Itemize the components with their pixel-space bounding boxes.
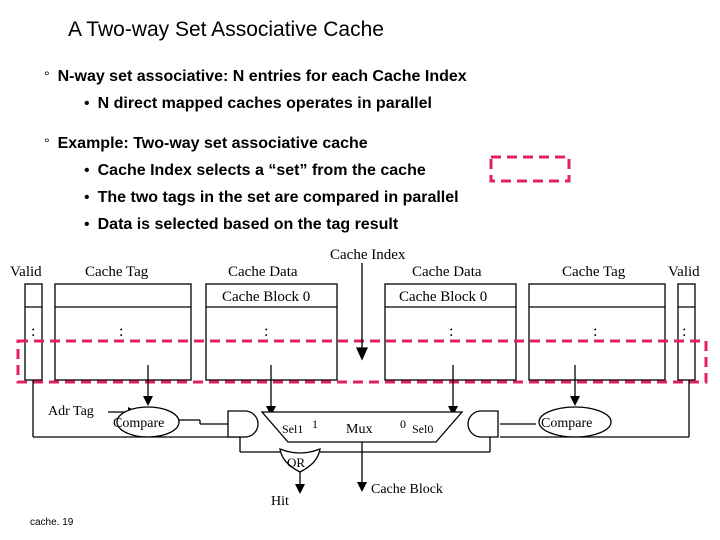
cache-index-label: Cache Index bbox=[330, 247, 406, 263]
sel0-label: Sel0 bbox=[412, 422, 433, 436]
data-left-arrowhead bbox=[266, 406, 276, 416]
cache-index-arrowhead bbox=[355, 347, 369, 361]
bullet-2: ° Example: Two-way set associative cache bbox=[44, 135, 368, 153]
cache-data-right-label: Cache Data bbox=[412, 264, 482, 280]
sel1-label: Sel1 bbox=[282, 422, 303, 436]
bullet-text: Example: Two-way set associative cache bbox=[57, 135, 368, 152]
tag-left-arrowhead bbox=[143, 396, 153, 406]
tag-right-arrowhead bbox=[570, 396, 580, 406]
sub-marker: • bbox=[84, 95, 90, 112]
or-label: OR bbox=[287, 455, 305, 470]
sub-marker: • bbox=[84, 162, 90, 179]
ellipsis: : bbox=[593, 323, 597, 340]
data-array-right bbox=[384, 283, 517, 381]
mux bbox=[260, 411, 464, 443]
tag-array-left bbox=[54, 283, 192, 381]
compare-right-label: Compare bbox=[541, 416, 592, 431]
data-right-arrowhead bbox=[448, 406, 458, 416]
compare-right bbox=[538, 406, 612, 438]
compare-left bbox=[116, 406, 180, 438]
sub-bullet-2-2: • The two tags in the set are compared in… bbox=[84, 189, 459, 207]
sub-marker: • bbox=[84, 189, 90, 206]
ellipsis: : bbox=[119, 323, 123, 340]
and-gate-right bbox=[467, 410, 499, 438]
adr-tag-label: Adr Tag bbox=[48, 404, 94, 419]
ellipsis: : bbox=[449, 323, 453, 340]
sub-marker: • bbox=[84, 216, 90, 233]
bullet-1: ° N-way set associative: N entries for ea… bbox=[44, 68, 467, 86]
mux-label: Mux bbox=[346, 422, 372, 437]
slide-title: A Two-way Set Associative Cache bbox=[68, 18, 384, 41]
compare-left-label: Compare bbox=[113, 416, 164, 431]
sub-bullet-text: Cache Index selects a “set” from the cac… bbox=[97, 162, 426, 179]
hit-arrowhead bbox=[295, 484, 305, 494]
ellipsis: : bbox=[31, 323, 35, 340]
valid-array-right bbox=[677, 283, 696, 381]
slide-footer: cache. 19 bbox=[30, 517, 74, 528]
sub-bullet-text: N direct mapped caches operates in paral… bbox=[97, 95, 432, 112]
hit-label: Hit bbox=[271, 494, 289, 509]
bullet-text: N-way set associative: N entries for eac… bbox=[57, 68, 467, 85]
cache-tag-right-label: Cache Tag bbox=[562, 264, 626, 280]
sub-bullet-text: Data is selected based on the tag result bbox=[97, 216, 399, 233]
sub-bullet-2-1: • Cache Index selects a “set” from the ca… bbox=[84, 162, 426, 180]
ellipsis: : bbox=[264, 323, 268, 340]
ellipsis: : bbox=[682, 323, 686, 340]
cache-block-arrowhead bbox=[357, 482, 367, 492]
valid-left-label: Valid bbox=[10, 264, 42, 280]
tag-array-right bbox=[528, 283, 666, 381]
valid-right-label: Valid bbox=[668, 264, 700, 280]
cache-block-left-label: Cache Block 0 bbox=[222, 289, 310, 305]
cache-block-output-label: Cache Block bbox=[371, 482, 443, 497]
input-one-label: 1 bbox=[312, 417, 318, 431]
or-gate bbox=[279, 447, 321, 473]
bullet-marker: ° bbox=[44, 68, 50, 84]
and-gate-left bbox=[227, 410, 259, 438]
sub-bullet-1-1: • N direct mapped caches operates in para… bbox=[84, 95, 432, 113]
input-zero-label: 0 bbox=[400, 417, 406, 431]
sub-bullet-text: The two tags in the set are compared in … bbox=[97, 189, 459, 206]
cache-block-right-label: Cache Block 0 bbox=[399, 289, 487, 305]
bullet-marker: ° bbox=[44, 135, 50, 151]
legend-dashed-box bbox=[489, 155, 571, 183]
cache-data-left-label: Cache Data bbox=[228, 264, 298, 280]
cache-tag-left-label: Cache Tag bbox=[85, 264, 149, 280]
sub-bullet-2-3: • Data is selected based on the tag resul… bbox=[84, 216, 398, 234]
